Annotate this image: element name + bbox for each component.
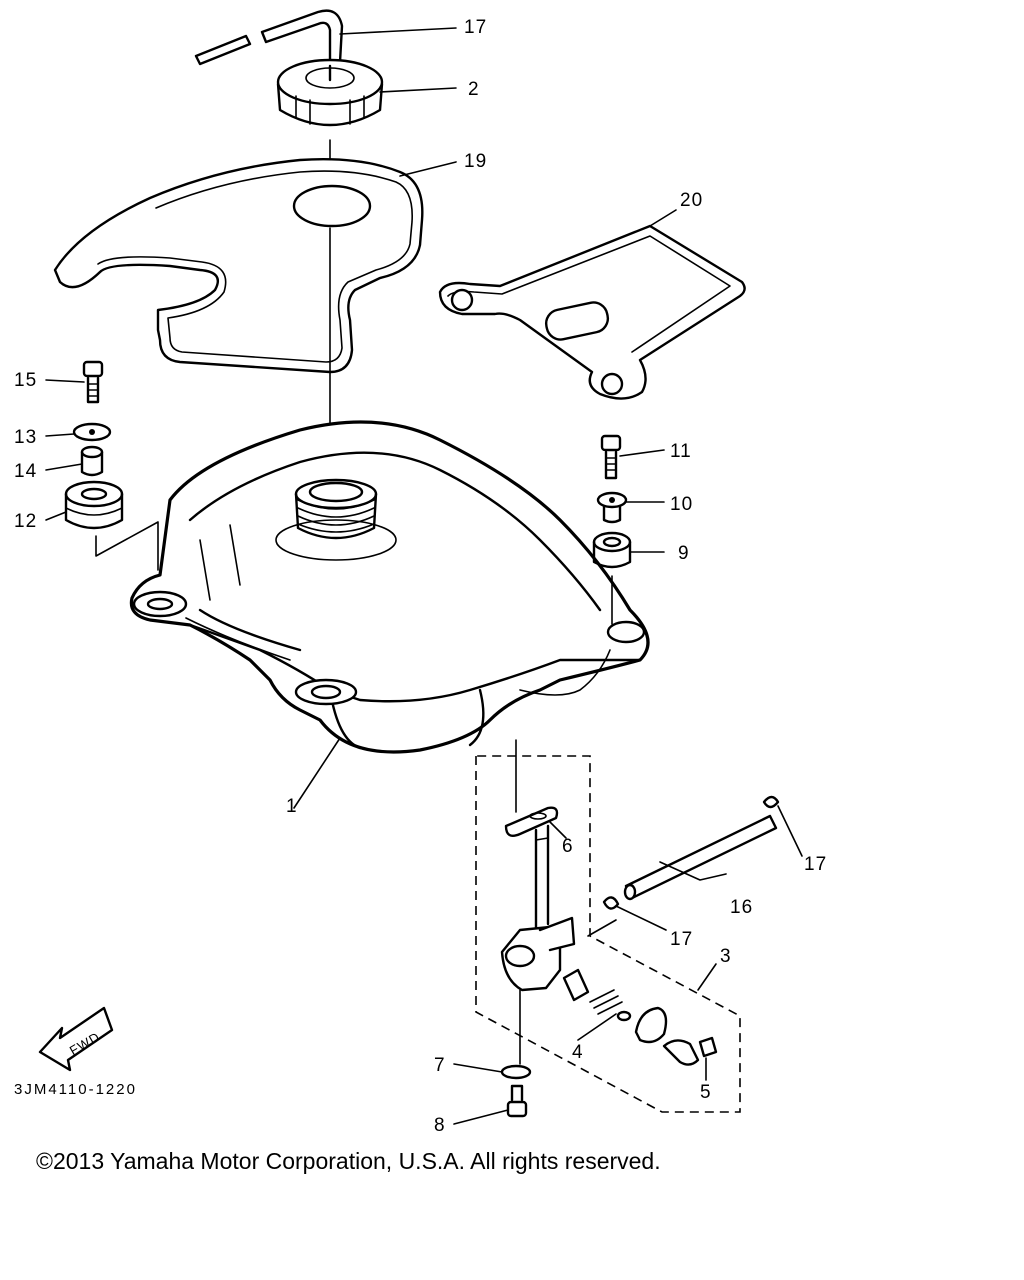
label-11: 11 bbox=[670, 441, 692, 462]
label-18: 17 bbox=[464, 17, 487, 38]
label-10: 10 bbox=[670, 494, 693, 515]
label-7: 7 bbox=[434, 1055, 446, 1076]
leader-lines bbox=[45, 27, 803, 1125]
tank-cover-part-19 bbox=[53, 158, 424, 374]
part-labels: 17 2 19 20 15 13 14 12 11 10 9 1 6 17 16… bbox=[14, 17, 827, 1136]
fuel-cock-assembly-part-3 bbox=[475, 755, 741, 1113]
label-4: 4 bbox=[572, 1042, 584, 1063]
fuel-cock-body bbox=[500, 824, 576, 992]
label-17-lower: 17 bbox=[670, 929, 693, 950]
copyright-notice: ©2013 Yamaha Motor Corporation, U.S.A. A… bbox=[36, 1148, 661, 1174]
plate-part-20 bbox=[438, 224, 746, 400]
fuel-hose-part-16 bbox=[623, 814, 778, 901]
label-8: 8 bbox=[434, 1115, 446, 1136]
bolt-part-8 bbox=[506, 1084, 528, 1118]
breather-hose-part-18 bbox=[194, 9, 344, 66]
fuel-cock-internals bbox=[562, 968, 718, 1066]
label-13: 13 bbox=[14, 427, 37, 448]
parts-diagram: FWD 17 2 19 20 15 13 14 12 11 10 bbox=[14, 9, 827, 1136]
bolt-part-11 bbox=[600, 434, 622, 480]
label-3: 3 bbox=[720, 946, 732, 967]
label-15: 15 bbox=[14, 370, 37, 391]
collar-part-14 bbox=[80, 445, 104, 477]
forward-arrow-icon: FWD bbox=[38, 1006, 114, 1072]
label-9: 9 bbox=[678, 543, 690, 564]
washer-part-13 bbox=[72, 422, 112, 442]
label-6: 6 bbox=[562, 836, 574, 857]
label-16: 16 bbox=[730, 897, 753, 918]
label-1: 1 bbox=[286, 796, 298, 817]
label-17-upper: 17 bbox=[804, 854, 827, 875]
label-20: 20 bbox=[680, 190, 703, 211]
bolt-part-15 bbox=[82, 360, 104, 404]
fuel-cap-part-2 bbox=[276, 58, 384, 127]
label-14: 14 bbox=[14, 461, 37, 482]
label-19: 19 bbox=[464, 151, 487, 172]
drawing-code: 3JM4110-1220 bbox=[14, 1081, 137, 1098]
gasket-part-6 bbox=[504, 806, 559, 837]
washer-part-7 bbox=[500, 1064, 532, 1080]
clip-part-17-upper bbox=[762, 795, 780, 809]
fuel-tank-part-1 bbox=[129, 420, 650, 754]
collar-part-10 bbox=[596, 491, 628, 524]
label-12: 12 bbox=[14, 511, 37, 532]
clip-part-17-lower bbox=[602, 896, 620, 910]
label-2: 2 bbox=[468, 79, 480, 100]
label-5: 5 bbox=[700, 1082, 712, 1103]
grommet-part-9 bbox=[592, 531, 632, 569]
grommet-part-12 bbox=[64, 480, 124, 530]
